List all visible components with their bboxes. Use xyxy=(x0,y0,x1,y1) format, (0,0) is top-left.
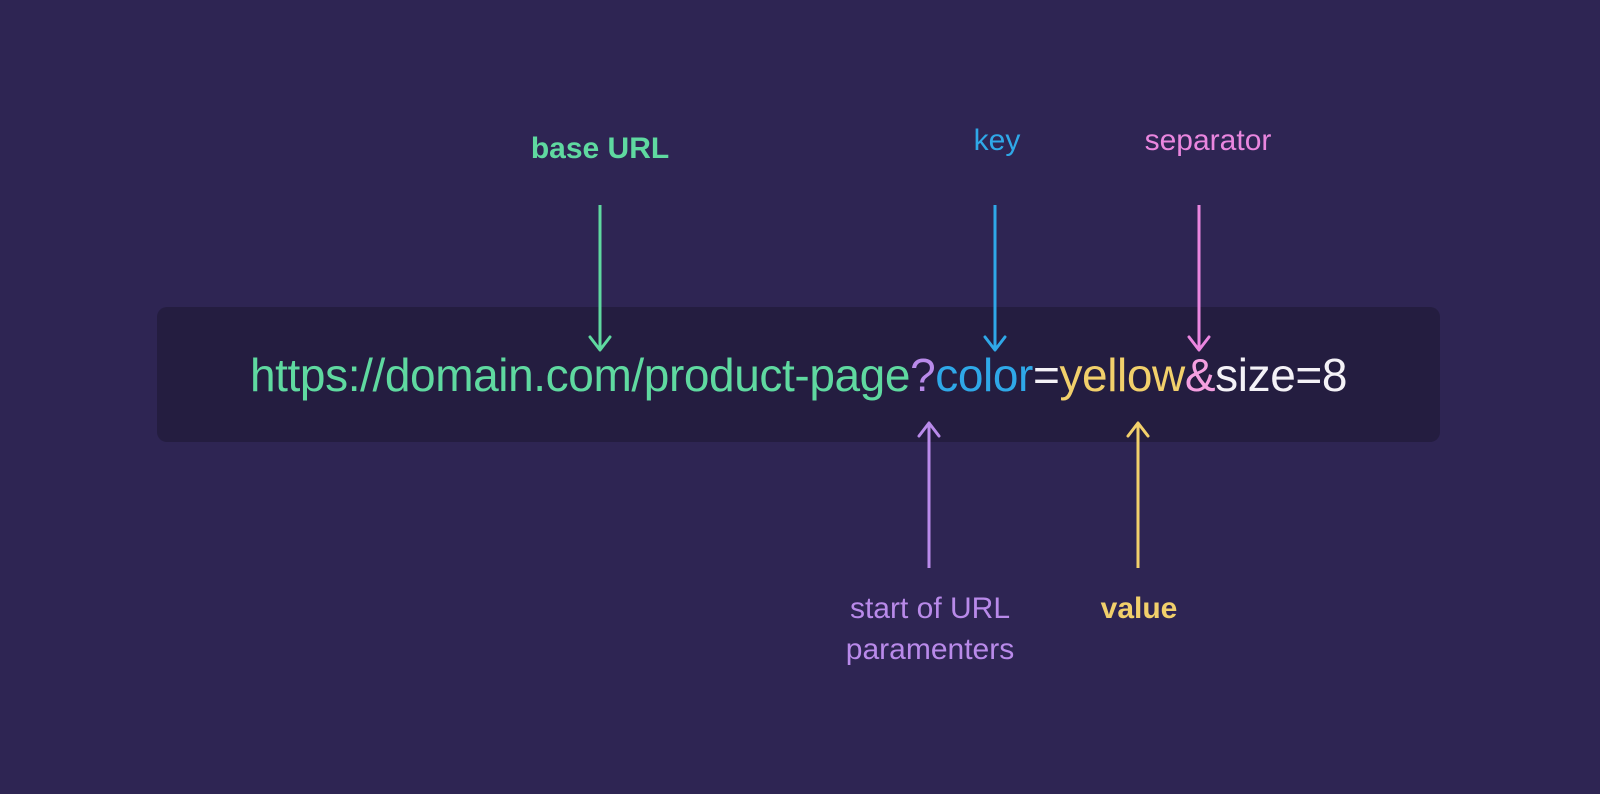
annotation-label-base-url: base URL xyxy=(530,132,670,165)
url-segment-question-mark: ? xyxy=(910,348,936,401)
url-string: https://domain.com/product-page?color=ye… xyxy=(157,352,1440,398)
url-segment-value: yellow xyxy=(1059,348,1185,401)
arrow-start-of-url-parameters xyxy=(917,421,941,568)
url-segment-ampersand: & xyxy=(1184,348,1216,401)
url-segment-equals-1: = xyxy=(1032,348,1060,401)
annotation-label-start-of-url-parameters: start of URL paramenters xyxy=(845,592,1015,667)
arrow-value xyxy=(1126,421,1150,568)
annotation-label-separator: separator xyxy=(1144,124,1272,157)
url-segment-key: color xyxy=(935,348,1033,401)
arrow-base-url xyxy=(588,205,612,352)
url-bar: https://domain.com/product-page?color=ye… xyxy=(157,307,1440,442)
url-segment-base-url: https://domain.com/product-page xyxy=(249,348,911,401)
arrow-separator xyxy=(1187,205,1211,352)
annotation-label-key: key xyxy=(973,124,1021,157)
annotation-label-value: value xyxy=(1100,592,1178,625)
arrow-key xyxy=(983,205,1007,352)
url-segment-param-2: size=8 xyxy=(1215,348,1348,401)
